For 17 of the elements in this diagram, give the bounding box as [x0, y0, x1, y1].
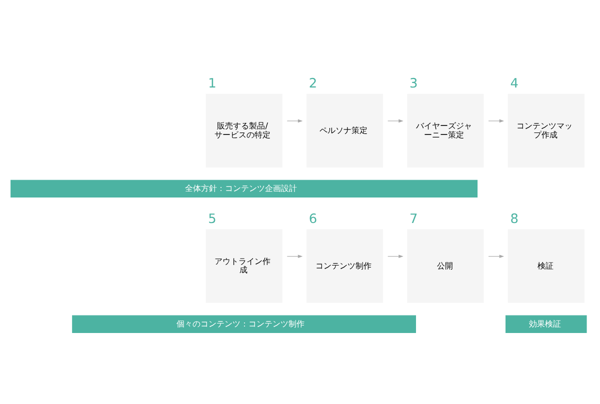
node-label: 1 — [208, 76, 216, 92]
arrow — [286, 254, 303, 258]
node-box: 個々のコンテンツ：コンテンツ制作 — [72, 314, 416, 332]
node-label: 3 — [410, 76, 418, 92]
node-label: 8 — [510, 212, 518, 227]
node-label: 2 — [308, 76, 318, 92]
node-label: 7 — [410, 212, 418, 227]
node-label: 6 — [308, 212, 318, 227]
node-label: 4 — [510, 76, 518, 92]
arrow — [388, 254, 404, 258]
node-label: 5 — [208, 212, 216, 227]
node-box: 全体方針：コンテンツ企画設計 — [10, 179, 478, 197]
arrow — [488, 118, 504, 122]
arrow — [388, 118, 404, 122]
arrow — [488, 254, 504, 258]
node-box: 効果検証 — [506, 314, 587, 332]
arrow — [286, 118, 303, 122]
